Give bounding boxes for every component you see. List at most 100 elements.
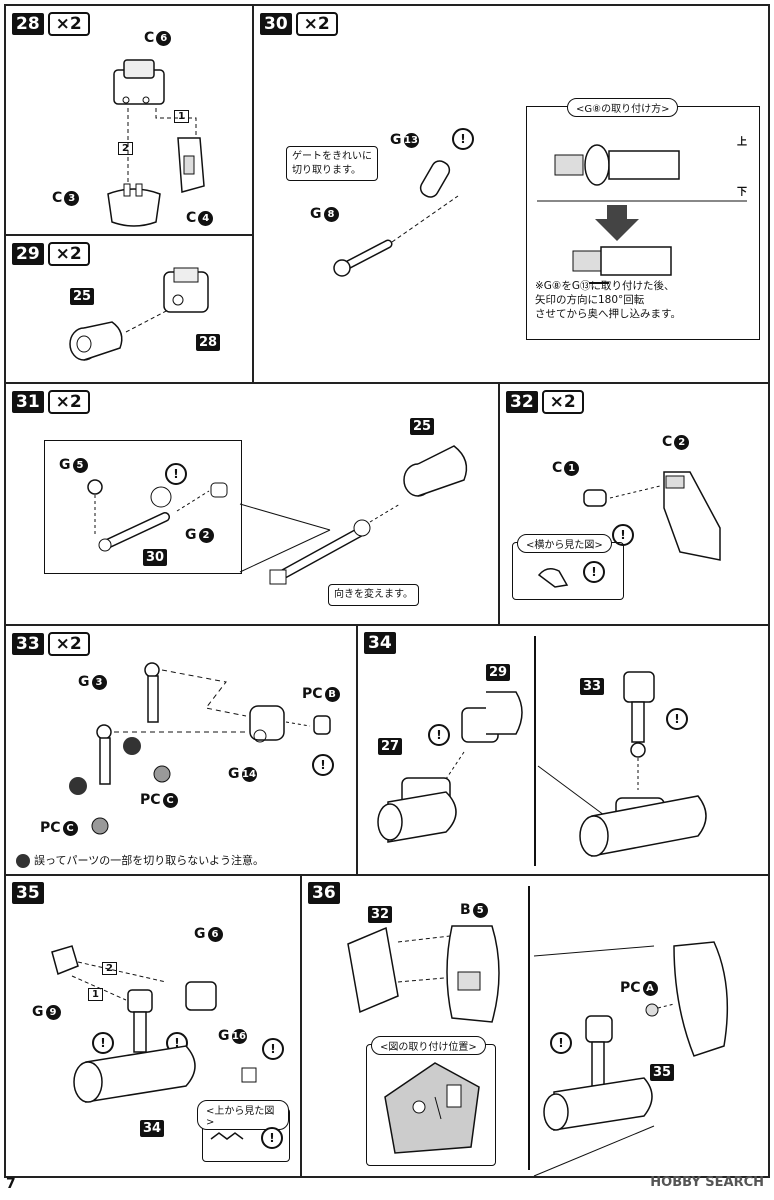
part-c4-drawing [177, 137, 205, 193]
caution-icon: ! [312, 754, 334, 776]
caution-icon: ! [583, 561, 605, 583]
part-28-drawing [163, 267, 209, 313]
step-34-header: 34 [364, 632, 396, 654]
gate-note: ゲートをきれいに 切り取ります。 [286, 146, 378, 181]
step-36-right-drawing [533, 941, 729, 1177]
step-36-header: 36 [308, 882, 340, 904]
order-label-2: 2 [118, 142, 133, 155]
cut-caution-icons [69, 737, 171, 835]
assembly-drawing [239, 503, 401, 585]
part-tag-28: 28 [196, 334, 221, 351]
step-34-panel: 34 29 27 ! 33 ! [356, 624, 770, 876]
cut-caution-icon [16, 854, 30, 869]
top-view-title: <上から見た図> [197, 1100, 289, 1130]
part-tag-30: 30 [143, 549, 168, 566]
watermark: HOBBY SEARCH [650, 1175, 764, 1190]
subassembly-drawing [87, 479, 228, 552]
detail-box-note: ※G⑧をG⑬に取り付けた後、 矢印の方向に180°回転 させてから奥へ押し込みま… [535, 280, 681, 321]
rotation-diagram [537, 144, 747, 284]
step-number: 29 [12, 243, 44, 265]
step-number: 30 [260, 13, 292, 35]
quantity-badge: ×2 [47, 12, 90, 36]
step-29-panel: 29 ×2 25 28 [4, 234, 254, 384]
part-g13-drawing [419, 160, 451, 198]
top-view-box: <上から見た図> ! [197, 1100, 290, 1162]
caution-icon: ! [428, 724, 450, 746]
quantity-badge: ×2 [47, 242, 90, 266]
step-number: 33 [12, 633, 44, 655]
divider [534, 636, 536, 866]
page-number: 7 [6, 1176, 16, 1192]
part-tag-33: 33 [580, 678, 605, 695]
part-c6-drawing [113, 59, 165, 105]
cutting-caution-note: 誤ってパーツの一部を切り取らないよう注意。 [16, 854, 264, 869]
caution-icon: ! [92, 1032, 114, 1054]
side-view-drawing [537, 568, 569, 588]
step-35-drawing [51, 945, 257, 1103]
label-down: 下 [737, 187, 747, 198]
assembly-arrow [125, 309, 169, 333]
step-31-header: 31 ×2 [12, 390, 90, 414]
part-g3-drawing [96, 662, 331, 785]
part-tag-27: 27 [378, 738, 403, 755]
divider [528, 886, 530, 1170]
caution-icon: ! [666, 708, 688, 730]
side-view-box: <横から見た図> ! [512, 534, 624, 600]
quantity-badge: ×2 [541, 390, 584, 414]
detail-box: <G⑧の取り付け方> 上 下 ※G⑧をG⑬に取り付けた後、 矢印の方向に180°… [526, 98, 760, 340]
orientation-note: 向きを変えます。 [328, 584, 419, 606]
assembly-arrows [127, 108, 197, 186]
part-tag-25: 25 [410, 418, 435, 435]
quantity-badge: ×2 [295, 12, 338, 36]
step-35-header: 35 [12, 882, 44, 904]
step-number: 31 [12, 391, 44, 413]
order-label-1: 1 [174, 110, 189, 123]
step-33-header: 33 ×2 [12, 632, 90, 656]
position-drawing [384, 1062, 480, 1154]
position-box-title: <図の取り付け位置> [371, 1036, 486, 1055]
caution-icon: ! [165, 463, 187, 485]
step-32-header: 32 ×2 [506, 390, 584, 414]
caution-icon: ! [452, 128, 474, 150]
top-view-drawing [210, 1132, 244, 1140]
step-36-left-drawing [347, 925, 500, 1023]
step-34-left-drawing [377, 691, 523, 843]
part-c1-drawing [583, 485, 661, 507]
part-tag-29: 29 [486, 664, 511, 681]
position-box: <図の取り付け位置> [366, 1036, 496, 1166]
part-25-drawing [69, 321, 123, 361]
caution-icon: ! [262, 1038, 284, 1060]
step-number: 35 [12, 882, 44, 904]
part-c2-drawing [663, 471, 721, 561]
step-number: 28 [12, 13, 44, 35]
step-29-header: 29 ×2 [12, 242, 90, 266]
order-label-1: 1 [88, 988, 103, 1001]
label-up: 上 [737, 137, 747, 148]
quantity-badge: ×2 [47, 632, 90, 656]
part-tag-32: 32 [368, 906, 393, 923]
